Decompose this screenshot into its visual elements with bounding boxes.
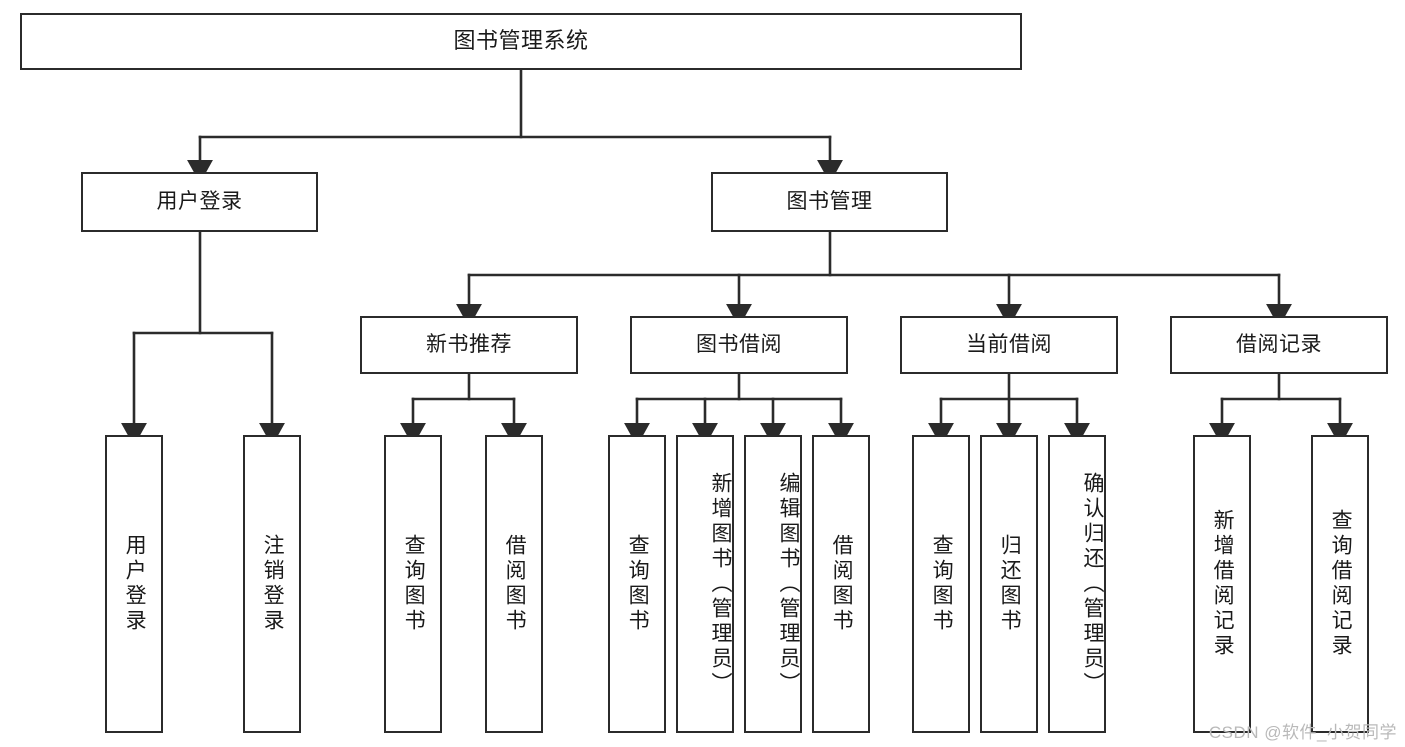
node-new-book-recommend[interactable]: 新书推荐 (360, 316, 578, 374)
node-leaf-borrow-book-1[interactable]: 借阅图书 (485, 435, 543, 733)
node-label: 借阅图书 (830, 534, 854, 634)
node-user-login[interactable]: 用户登录 (81, 172, 318, 232)
node-label: 归还图书 (998, 534, 1022, 634)
node-label: 用户登录 (123, 534, 147, 634)
node-leaf-add-borrow-record[interactable]: 新增借阅记录 (1193, 435, 1251, 733)
node-label: 图书管理 (786, 190, 873, 214)
node-current-borrow[interactable]: 当前借阅 (900, 316, 1118, 374)
node-label: 查询图书 (626, 534, 650, 634)
node-label: 注销登录 (261, 534, 285, 634)
node-leaf-add-book-admin[interactable]: 新增图书（管理员） (676, 435, 734, 733)
node-label: 确认归还（管理员） (1081, 471, 1104, 697)
node-label: 查询图书 (930, 534, 954, 634)
node-label: 图书借阅 (696, 333, 782, 357)
node-label: 编辑图书（管理员） (777, 471, 800, 697)
node-leaf-query-book-2[interactable]: 查询图书 (608, 435, 666, 733)
node-borrow-record[interactable]: 借阅记录 (1170, 316, 1388, 374)
node-leaf-return-book[interactable]: 归还图书 (980, 435, 1038, 733)
node-book-management[interactable]: 图书管理 (711, 172, 948, 232)
node-label: 当前借阅 (966, 333, 1052, 357)
node-leaf-confirm-return-admin[interactable]: 确认归还（管理员） (1048, 435, 1106, 733)
node-leaf-logout-login[interactable]: 注销登录 (243, 435, 301, 733)
node-label: 借阅图书 (503, 534, 527, 634)
node-leaf-query-book-1[interactable]: 查询图书 (384, 435, 442, 733)
node-leaf-user-login[interactable]: 用户登录 (105, 435, 163, 733)
node-label: 查询图书 (402, 534, 426, 634)
node-label: 图书管理系统 (453, 28, 589, 54)
node-root-book-management-system[interactable]: 图书管理系统 (20, 13, 1022, 70)
node-label: 借阅记录 (1236, 333, 1322, 357)
node-label: 用户登录 (156, 190, 243, 214)
node-label: 查询借阅记录 (1329, 509, 1353, 659)
node-leaf-query-borrow-record[interactable]: 查询借阅记录 (1311, 435, 1369, 733)
node-leaf-edit-book-admin[interactable]: 编辑图书（管理员） (744, 435, 802, 733)
node-label: 新书推荐 (426, 333, 512, 357)
node-leaf-borrow-book-2[interactable]: 借阅图书 (812, 435, 870, 733)
node-label: 新增图书（管理员） (709, 471, 732, 697)
node-book-borrow[interactable]: 图书借阅 (630, 316, 848, 374)
node-label: 新增借阅记录 (1211, 509, 1235, 659)
node-leaf-query-book-3[interactable]: 查询图书 (912, 435, 970, 733)
